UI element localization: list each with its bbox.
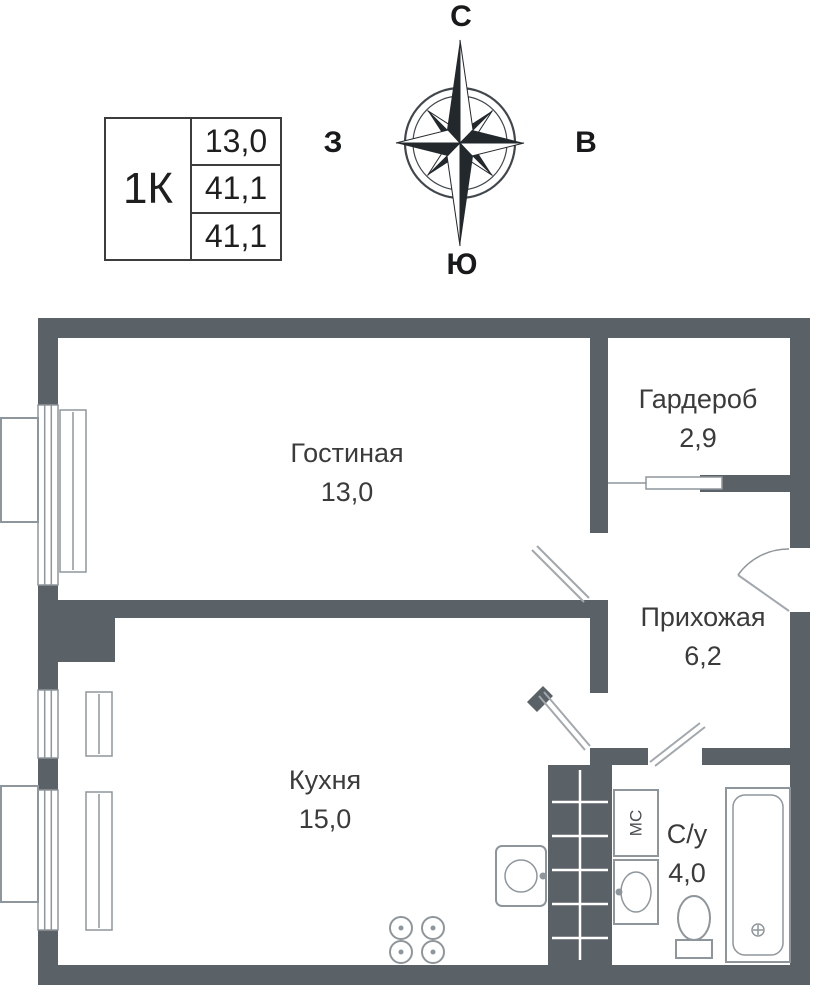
kitchen-door-icon <box>527 686 591 751</box>
room-label-living: Гостиная 13,0 <box>290 434 403 512</box>
compass-east-label: В <box>575 126 597 159</box>
room-name: Гостиная <box>290 438 404 468</box>
room-area: 15,0 <box>298 804 352 834</box>
bathtub-icon <box>725 787 791 963</box>
room-name: Гардероб <box>638 384 758 414</box>
washing-machine-icon: МС <box>613 789 659 857</box>
room-name: С/у <box>666 819 708 849</box>
area-table-values: 13,0 41,1 41,1 <box>192 119 280 259</box>
toilet-icon <box>675 895 713 959</box>
wardrobe-sliding-door-icon <box>608 476 723 490</box>
compass-rose-icon <box>395 39 525 247</box>
walls <box>38 318 810 985</box>
total-area-with-balcony-value: 41,1 <box>192 211 280 259</box>
compass-north-label: С <box>450 0 472 33</box>
room-area: 6,2 <box>684 641 722 671</box>
bathroom-door-icon <box>649 722 706 767</box>
room-area: 4,0 <box>668 858 706 888</box>
living-room-door-icon <box>531 545 590 603</box>
washing-machine-label: МС <box>627 810 646 836</box>
apartment-type-label: 1К <box>106 119 192 259</box>
area-table: 1К 13,0 41,1 41,1 <box>104 117 282 261</box>
room-name: Кухня <box>288 765 362 795</box>
entrance-door-icon <box>737 548 790 612</box>
compass-south-label: Ю <box>446 248 478 281</box>
compass-west-label: З <box>323 126 343 159</box>
bathroom-sink-icon <box>613 859 659 925</box>
kitchen-window-icon <box>0 689 113 931</box>
room-label-kitchen: Кухня 15,0 <box>289 761 361 839</box>
service-shaft <box>548 765 612 965</box>
room-area: 2,9 <box>679 423 717 453</box>
room-area: 13,0 <box>320 477 374 507</box>
room-label-hallway: Прихожая 6,2 <box>640 598 765 676</box>
room-label-bathroom: С/у 4,0 <box>667 815 708 893</box>
living-area-value: 13,0 <box>204 123 268 160</box>
total-area-value: 41,1 <box>192 164 280 211</box>
stove-icon <box>389 916 445 964</box>
windows <box>0 404 113 931</box>
living-room-window-icon <box>0 404 87 586</box>
doors <box>527 476 790 767</box>
room-name: Прихожая <box>640 602 766 632</box>
fixtures: МС <box>389 787 791 964</box>
kitchen-sink-icon <box>495 845 547 907</box>
room-label-wardrobe: Гардероб 2,9 <box>639 380 758 458</box>
